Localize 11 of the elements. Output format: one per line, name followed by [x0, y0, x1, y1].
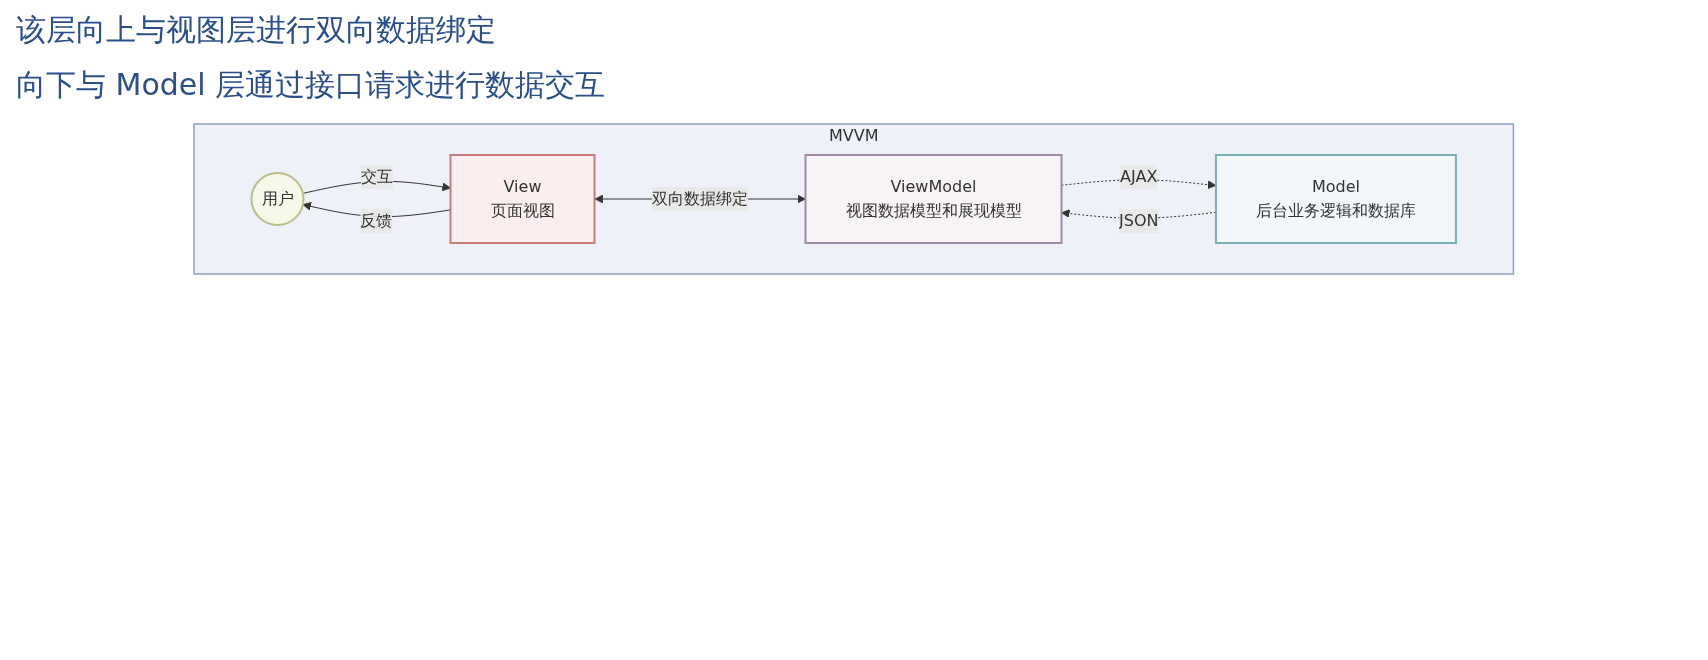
edge-label: 反馈 [360, 210, 393, 230]
node-box: ViewModel 视图数据模型和展现模型 [804, 154, 1063, 244]
node-box: Model 后台业务逻辑和数据库 [1215, 154, 1458, 244]
heading-text: 该层向上与视图层进行双向数据绑定 [16, 11, 496, 49]
edge-label: JSON [1119, 211, 1159, 230]
edge-label: AJAX [1120, 167, 1158, 186]
heading-text: 向下与 Model 层通过接口请求进行数据交互 [16, 66, 606, 104]
edge-label: 双向数据绑定 [652, 189, 749, 208]
node-circle: 用户 [250, 172, 305, 226]
node-box: View 页面视图 [449, 154, 596, 244]
edge-label: 交互 [361, 167, 394, 186]
